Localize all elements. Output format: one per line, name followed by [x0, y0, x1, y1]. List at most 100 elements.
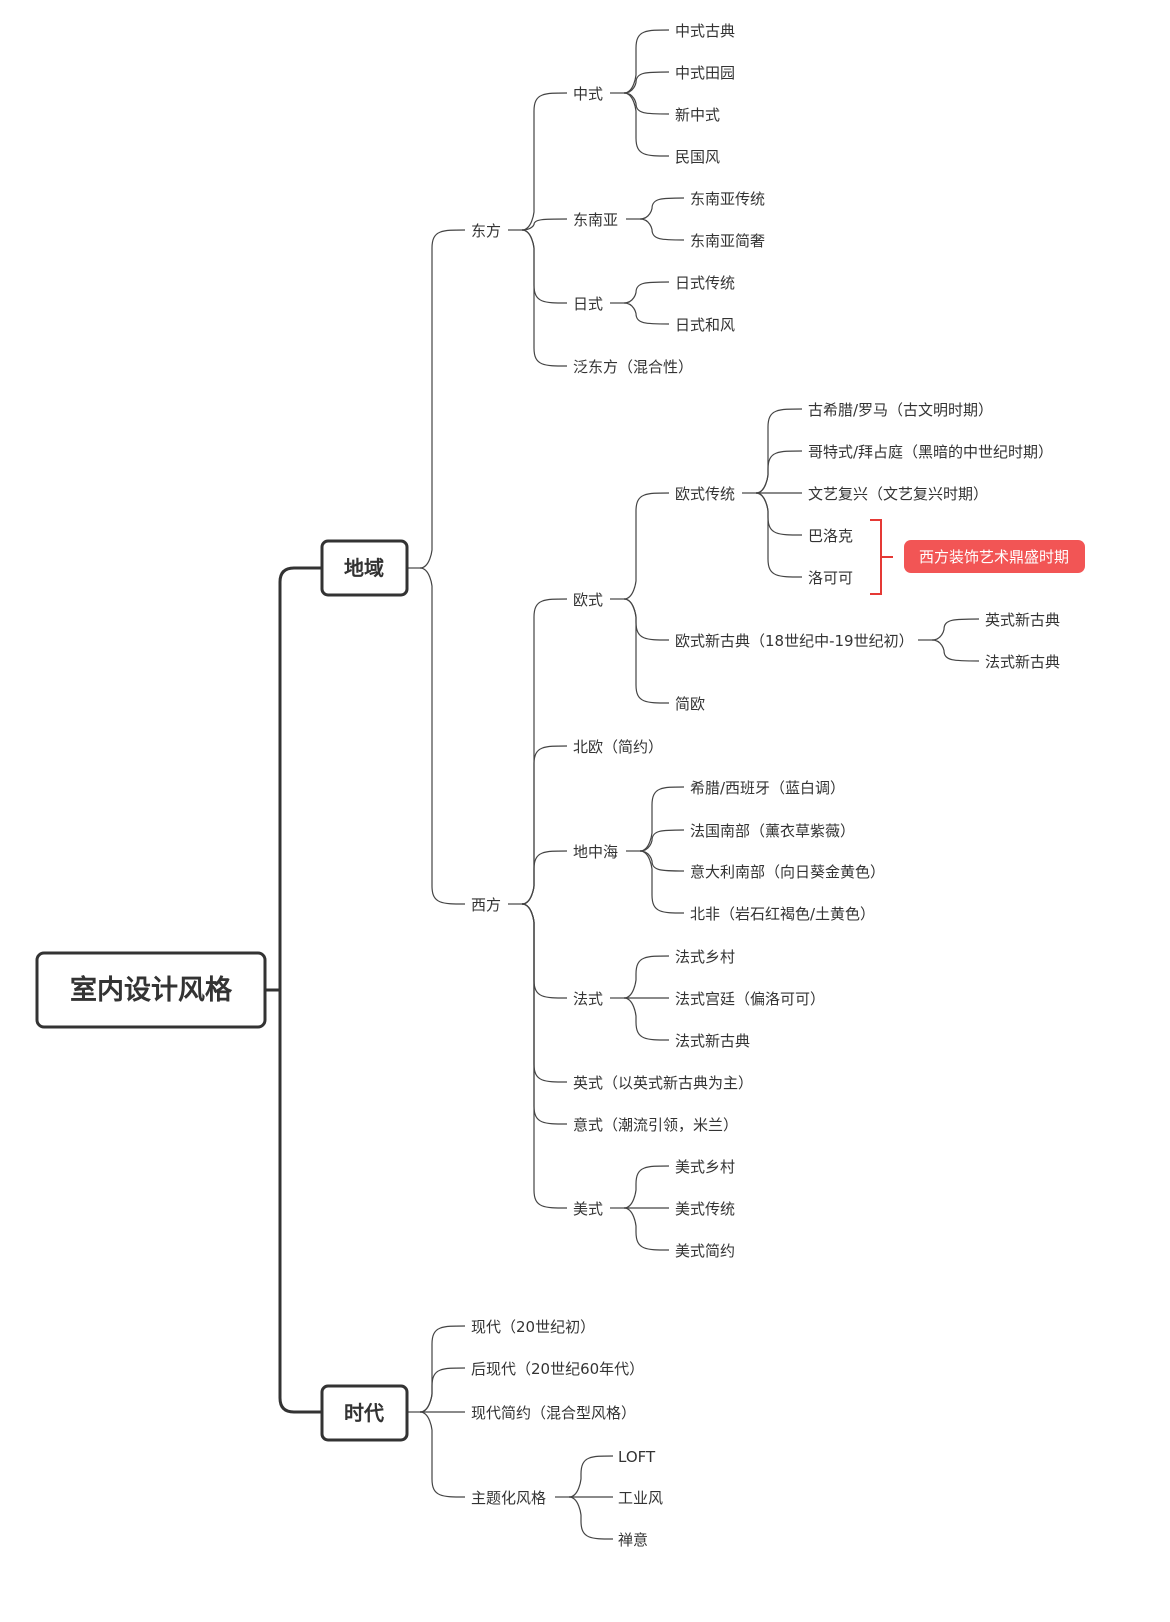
- note-label: 西方装饰艺术鼎盛时期: [919, 548, 1069, 566]
- connector-line: [623, 997, 670, 1041]
- node-french-court[interactable]: 法式宫廷（偏洛可可）: [675, 990, 825, 1008]
- connector-line: [639, 786, 685, 852]
- connector-line: [623, 92, 670, 115]
- node-modern[interactable]: 现代（20世纪初）: [471, 1318, 595, 1336]
- node-japanese[interactable]: 日式: [573, 295, 603, 313]
- connector-line: [639, 197, 685, 220]
- node-south-italy[interactable]: 意大利南部（向日葵金黄色）: [690, 863, 885, 881]
- node-west[interactable]: 西方: [471, 896, 501, 914]
- connector-line: [623, 598, 670, 641]
- node-greek-roman[interactable]: 古希腊/罗马（古文明时期）: [808, 401, 993, 419]
- node-loft[interactable]: LOFT: [618, 1448, 656, 1466]
- node-north-africa[interactable]: 北非（岩石红褐色/土黄色）: [690, 905, 875, 923]
- connector-line: [623, 1165, 670, 1209]
- node-french-neoclassical-a[interactable]: 法式新古典: [985, 653, 1060, 671]
- node-french-country[interactable]: 法式乡村: [675, 948, 735, 966]
- node-region[interactable]: 地域: [320, 539, 409, 597]
- connector-line: [623, 71, 670, 94]
- node-southeast-asia[interactable]: 东南亚: [573, 211, 618, 229]
- node-region-label: 地域: [344, 556, 384, 580]
- baroque-rococo-bracket: [870, 519, 893, 595]
- node-mediterranean[interactable]: 地中海: [573, 843, 618, 861]
- node-sea-simple-luxury[interactable]: 东南亚简奢: [690, 232, 765, 250]
- connector-line: [278, 990, 322, 1414]
- connector-line: [623, 955, 670, 999]
- connector-line: [419, 567, 466, 905]
- node-english[interactable]: 英式（以英式新古典为主）: [573, 1074, 753, 1092]
- node-chinese-pastoral[interactable]: 中式田园: [675, 64, 735, 82]
- node-european-neoclassical[interactable]: 欧式新古典（18世纪中-19世纪初）: [675, 632, 914, 650]
- node-renaissance[interactable]: 文艺复兴（文艺复兴时期）: [808, 485, 988, 503]
- connector-line: [521, 903, 568, 1125]
- connector-line: [521, 229, 568, 367]
- connector-line: [623, 281, 670, 304]
- node-south-france[interactable]: 法国南部（薰衣草紫薇）: [690, 822, 855, 840]
- node-european[interactable]: 欧式: [573, 591, 603, 609]
- node-american-country[interactable]: 美式乡村: [675, 1158, 735, 1176]
- connector-line: [521, 850, 568, 905]
- connector-line: [568, 1496, 614, 1540]
- node-french[interactable]: 法式: [573, 990, 603, 1008]
- connector-line: [931, 618, 980, 641]
- node-japanese-wafu[interactable]: 日式和风: [675, 316, 735, 334]
- node-american-traditional[interactable]: 美式传统: [675, 1200, 735, 1218]
- node-pan-east[interactable]: 泛东方（混合性）: [573, 358, 693, 376]
- node-themed[interactable]: 主题化风格: [471, 1489, 546, 1507]
- node-japanese-traditional[interactable]: 日式传统: [675, 274, 735, 292]
- connector-line: [521, 92, 568, 231]
- node-european-traditional[interactable]: 欧式传统: [675, 485, 735, 503]
- node-simple-european[interactable]: 简欧: [675, 695, 705, 713]
- connector-line: [755, 492, 803, 578]
- node-english-neoclassical[interactable]: 英式新古典: [985, 611, 1060, 629]
- connector-line: [639, 850, 685, 872]
- node-east[interactable]: 东方: [471, 222, 501, 240]
- note-callout[interactable]: 西方装饰艺术鼎盛时期: [904, 540, 1085, 573]
- node-zen[interactable]: 禅意: [618, 1531, 648, 1549]
- node-baroque[interactable]: 巴洛克: [808, 527, 853, 545]
- connector-line: [639, 218, 685, 241]
- node-nordic[interactable]: 北欧（简约）: [573, 738, 663, 756]
- node-american-simple[interactable]: 美式简约: [675, 1242, 735, 1260]
- node-french-neoclassical-b[interactable]: 法式新古典: [675, 1032, 750, 1050]
- connector-line: [521, 745, 568, 905]
- node-gothic-byzantine[interactable]: 哥特式/拜占庭（黑暗的中世纪时期）: [808, 443, 1053, 461]
- node-era-label: 时代: [344, 1401, 384, 1425]
- root-node[interactable]: 室内设计风格: [35, 951, 267, 1029]
- connector-line: [639, 829, 685, 852]
- connector-line: [265, 566, 322, 992]
- connector-line: [521, 598, 568, 905]
- connector-line: [568, 1455, 614, 1498]
- node-era[interactable]: 时代: [320, 1384, 409, 1442]
- connector-line: [639, 850, 685, 914]
- node-chinese[interactable]: 中式: [573, 85, 603, 103]
- connector-line: [623, 29, 670, 94]
- connector-line: [755, 492, 803, 536]
- node-greece-spain[interactable]: 希腊/西班牙（蓝白调）: [690, 779, 845, 797]
- node-modern-simple[interactable]: 现代简约（混合型风格）: [471, 1404, 636, 1422]
- connector-line: [623, 492, 670, 600]
- node-american[interactable]: 美式: [573, 1200, 603, 1218]
- connector-line: [623, 1207, 670, 1251]
- node-chinese-classical[interactable]: 中式古典: [675, 22, 735, 40]
- connector-line: [931, 639, 980, 662]
- connector-line: [419, 229, 466, 569]
- connector-line: [521, 218, 568, 231]
- node-new-chinese[interactable]: 新中式: [675, 106, 720, 124]
- connector-line: [521, 903, 568, 1083]
- connector-line: [623, 92, 670, 157]
- connector-line: [419, 1411, 466, 1498]
- connector-line: [521, 229, 568, 304]
- connector-line: [521, 903, 568, 999]
- node-postmodern[interactable]: 后现代（20世纪60年代）: [471, 1360, 644, 1378]
- node-italian[interactable]: 意式（潮流引领，米兰）: [573, 1116, 738, 1134]
- node-republic-style[interactable]: 民国风: [675, 148, 720, 166]
- node-sea-traditional[interactable]: 东南亚传统: [690, 190, 765, 208]
- connector-line: [623, 302, 670, 325]
- connector-line: [623, 598, 670, 704]
- node-industrial[interactable]: 工业风: [618, 1489, 663, 1507]
- connector-line: [755, 450, 803, 494]
- node-rococo[interactable]: 洛可可: [808, 569, 853, 587]
- connector-line: [521, 903, 568, 1209]
- root-label: 室内设计风格: [70, 974, 233, 1006]
